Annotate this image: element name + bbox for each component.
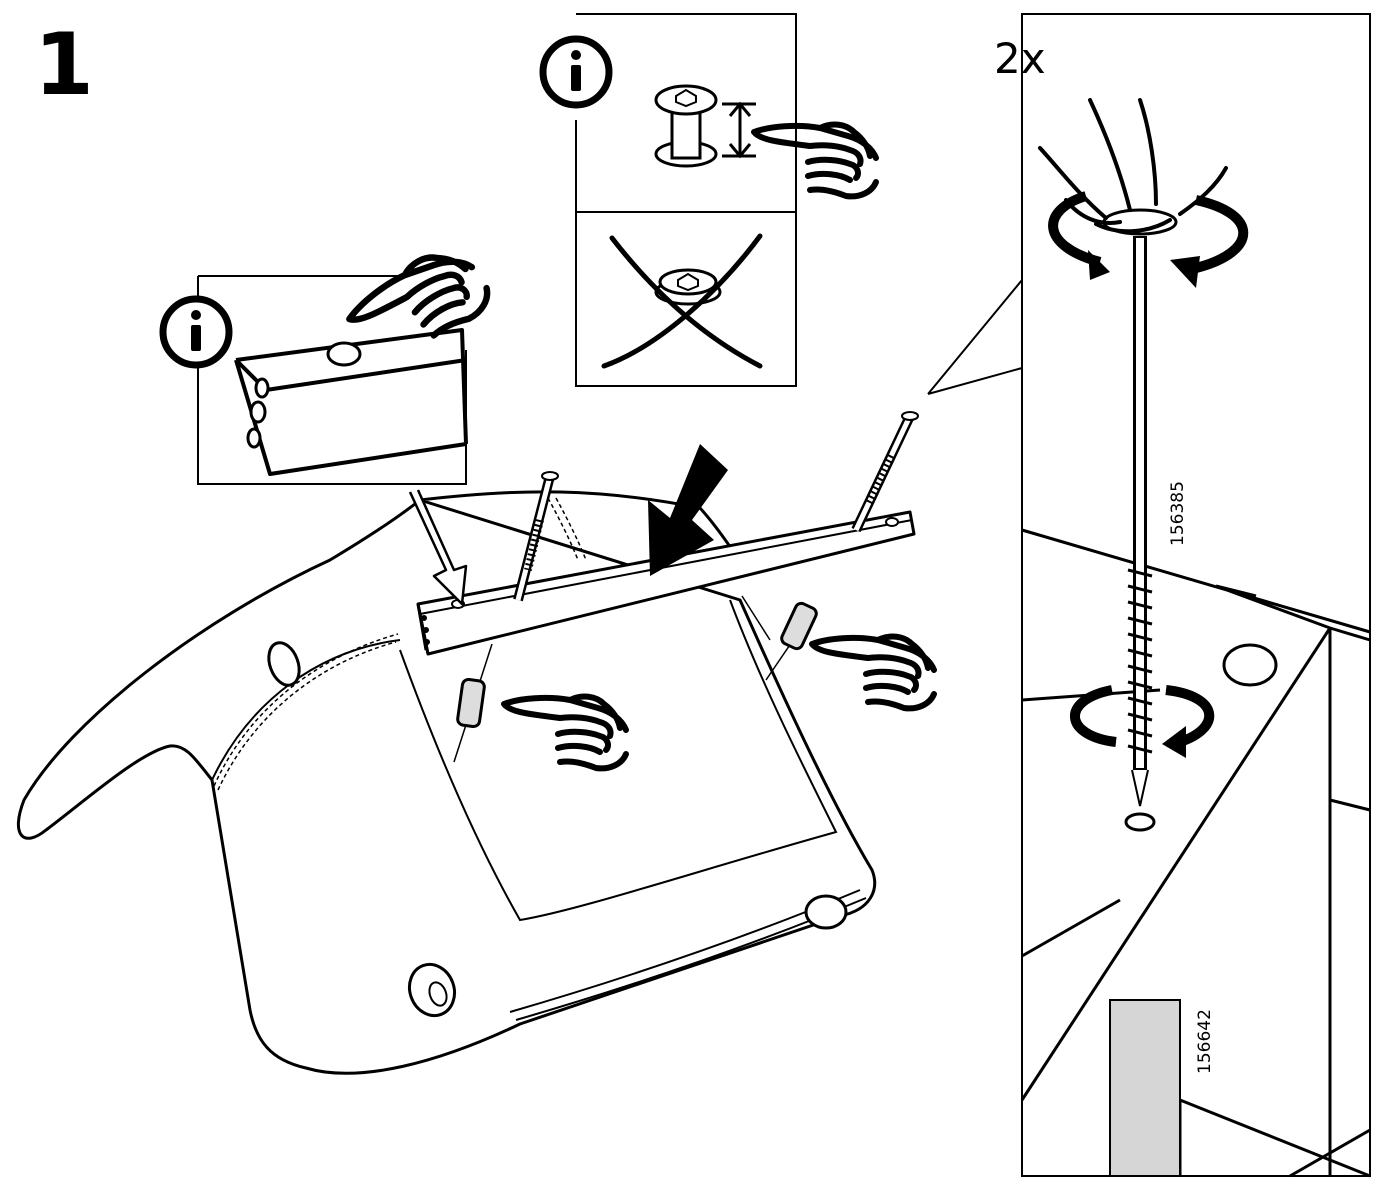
bolt-article-number: 156385	[1168, 481, 1188, 546]
bolt-wrong-detail	[654, 268, 722, 306]
pointing-hand-icon	[812, 637, 934, 709]
wrong-x-icon	[601, 233, 763, 369]
rotation-arrow-icon	[1070, 685, 1215, 758]
info-circle-icon	[539, 35, 613, 109]
rotation-arrow-icon	[1048, 191, 1249, 288]
leg-article-number: 156642	[1195, 1009, 1215, 1074]
bolt-tightening-detail	[1020, 13, 1371, 1178]
callout-pointer	[927, 279, 1023, 395]
info-circle-icon	[159, 295, 233, 369]
armchair-shell	[16, 490, 877, 1075]
info-panel-bar-hole	[159, 238, 495, 485]
bar-end-detail	[234, 328, 468, 476]
long-bolt	[513, 471, 559, 602]
pointing-hand-icon	[754, 125, 876, 197]
barrel-nut	[456, 677, 486, 729]
pointer-arrow	[408, 489, 468, 606]
quantity-multiplier: 2x	[994, 34, 1046, 83]
insert-arrow-icon	[648, 444, 728, 576]
step-number: 1	[34, 15, 94, 115]
bolt-correct-detail	[654, 84, 756, 168]
cross-bar	[416, 510, 916, 656]
info-panel-bolt-length	[539, 13, 876, 387]
barrel-nut	[780, 601, 818, 651]
long-bolt	[851, 411, 919, 533]
leg-part	[1109, 999, 1181, 1177]
